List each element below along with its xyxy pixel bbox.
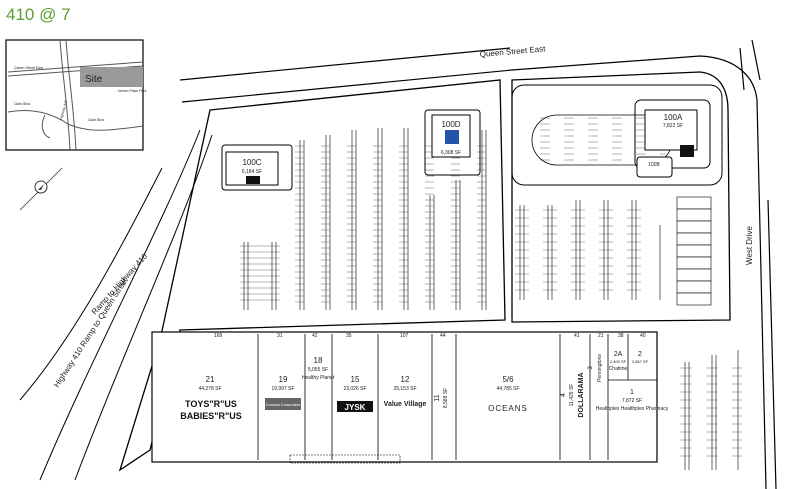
pad-100a: 100A 7,822 SF xyxy=(634,99,711,169)
key-map-clark-north-label: Clark Blvd. xyxy=(14,102,31,106)
unit-11-number: 11 xyxy=(434,394,441,401)
unit-4-number: 4 xyxy=(560,393,567,397)
page-title: 410 @ 7 xyxy=(6,5,71,24)
unit-15-number: 15 xyxy=(351,375,360,384)
unit-21-area: 44,278 SF xyxy=(198,386,221,392)
parking-count: 42 xyxy=(312,333,318,339)
unit-3-tenant: Penningtons xyxy=(597,354,603,382)
unit-4-area: 11,429 SF xyxy=(569,384,575,407)
parking-count: 107 xyxy=(400,333,409,339)
main-retail-building xyxy=(151,331,658,464)
key-map-site xyxy=(80,67,143,87)
unit-15-area: 23,026 SF xyxy=(343,386,366,392)
unit-3-number: 3 xyxy=(588,366,594,370)
tenant-logo-icon xyxy=(445,130,459,144)
parking-stalls-right xyxy=(515,117,665,291)
unit-1-area: 7,872 SF xyxy=(622,398,642,404)
parking-count: 31 xyxy=(277,333,283,339)
unit-21-tenant-1: TOYS"R"US xyxy=(185,399,237,409)
pad-100b-name: 100B xyxy=(648,162,660,168)
unit-19-tenant: Canada Computers xyxy=(266,402,301,407)
unit-21-number: 21 xyxy=(206,375,215,384)
unit-12-tenant: Value Village xyxy=(384,401,427,408)
unit-4-tenant: DOLLARAMA xyxy=(578,372,585,417)
parking-stalls-left xyxy=(240,145,490,303)
unit-2a-tenant: Chatime xyxy=(609,366,628,372)
north-arrow-icon xyxy=(19,167,63,211)
unit-2a-number: 2A xyxy=(614,351,623,358)
parking-stalls-east xyxy=(680,367,742,457)
parking-count: 21 xyxy=(598,333,604,339)
key-map-clark-south-label: Clark Blvd. xyxy=(88,118,105,122)
unit-15-logo xyxy=(337,401,373,412)
unit-12-number: 12 xyxy=(401,375,410,384)
pad-100d: 100D 6,308 SF xyxy=(424,109,481,176)
pad-100d-area: 6,308 SF xyxy=(441,150,461,156)
key-map-highway-label: Highway 410 xyxy=(59,100,68,121)
parking-count: 44 xyxy=(440,333,446,339)
unit-12-area: 25,153 SF xyxy=(393,386,416,392)
unit-21-tenant-2: BABIES"R"US xyxy=(180,411,242,421)
key-map-park-label: Norton Place Park xyxy=(118,89,147,93)
pad-100c-name: 100C xyxy=(242,158,261,167)
road-label-ramp-queen: Highway 410 Ramp to Queen Street xyxy=(52,276,130,389)
parking-count: 35 xyxy=(346,333,352,339)
right-side-units xyxy=(676,196,712,306)
pad-100b: 100B xyxy=(636,156,673,178)
pad-100a-area: 7,822 SF xyxy=(663,123,683,129)
unit-19-number: 19 xyxy=(279,375,288,384)
key-map-queen-label: Queen Street East xyxy=(14,66,43,70)
parking-count: 169 xyxy=(214,333,223,339)
unit-2-area: 3,867 SF xyxy=(632,359,649,364)
road-label-queen-street-east: Queen Street East xyxy=(479,44,546,59)
unit-2-number: 2 xyxy=(638,351,642,358)
pad-100d-name: 100D xyxy=(441,120,460,129)
parking-count: 41 xyxy=(574,333,580,339)
parking-rows-left xyxy=(243,128,487,310)
road-label-west-drive: West Drive xyxy=(745,225,754,265)
parking-count-labels: 169 31 42 35 107 44 41 21 38 40 xyxy=(214,333,646,339)
unit-1-tenant: Healthplex Healthplex Pharmacy xyxy=(596,406,669,412)
pad-100c-area: 6,184 SF xyxy=(242,169,262,175)
pad-100c: 100C 6,184 SF xyxy=(221,144,293,191)
unit-5-6-area: 44,785 SF xyxy=(496,386,519,392)
unit-18-area: 5,055 SF xyxy=(308,367,328,373)
unit-5-6-tenant: OCEANS xyxy=(488,404,528,413)
pad-100a-name: 100A xyxy=(664,113,683,122)
unit-1-number: 1 xyxy=(630,389,634,396)
road-lines xyxy=(19,39,777,489)
unit-19-area: 19,997 SF xyxy=(271,386,294,392)
unit-18-tenant: Healthy Planet xyxy=(302,375,335,381)
unit-18-number: 18 xyxy=(314,356,323,365)
unit-11-area: 8,588 SF xyxy=(443,388,449,408)
unit-15-tenant: JYSK xyxy=(345,403,366,412)
unit-2a-area: 2,400 SF xyxy=(610,359,627,364)
unit-19-logo xyxy=(265,398,301,410)
parking-count: 40 xyxy=(640,333,646,339)
unit-5-6-number: 5/6 xyxy=(502,375,514,384)
key-map: Site Queen Street East Clark Blvd. Clark… xyxy=(5,39,147,151)
parking-count: 38 xyxy=(618,333,624,339)
key-map-site-label: Site xyxy=(85,74,103,85)
